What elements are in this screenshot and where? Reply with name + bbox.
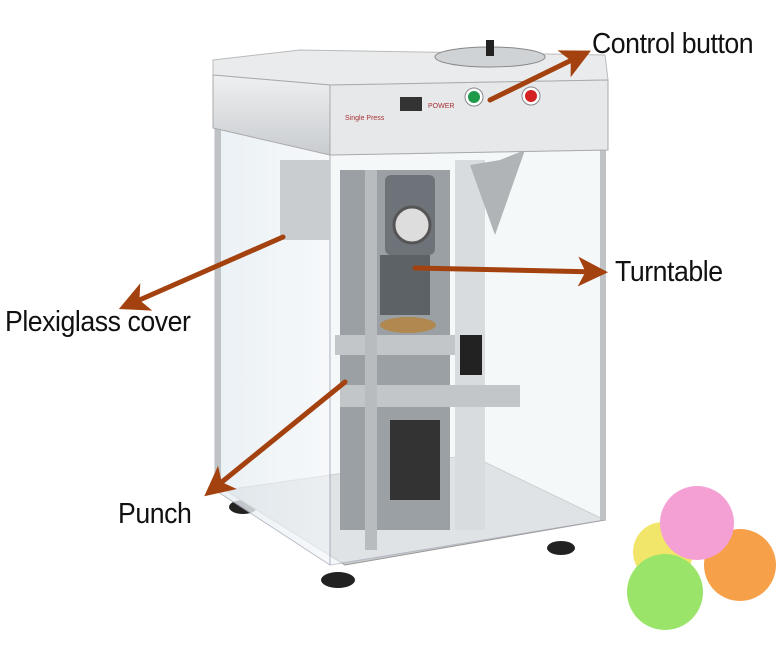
candy-balls [627,486,776,630]
arrow-punch [204,379,348,497]
green-button-icon [468,91,480,103]
turntable-disc [380,317,436,333]
arrow-plexiglass-cover [118,234,286,311]
arrow-control-button [487,50,591,103]
top-housing: Single Press POWER [212,40,609,156]
label-control-button: Control button [592,28,754,60]
digital-display [400,97,422,111]
label-punch: Punch [118,498,192,530]
svg-text:Single Press: Single Press [345,115,385,122]
press-mechanism [280,150,525,550]
svg-text:POWER: POWER [428,103,454,110]
label-plexiglass-cover: Plexiglass cover [5,306,191,338]
arrow-turntable [412,256,608,287]
red-button-icon [525,90,537,102]
control-buttons [464,86,541,107]
label-turntable: Turntable [615,256,723,288]
